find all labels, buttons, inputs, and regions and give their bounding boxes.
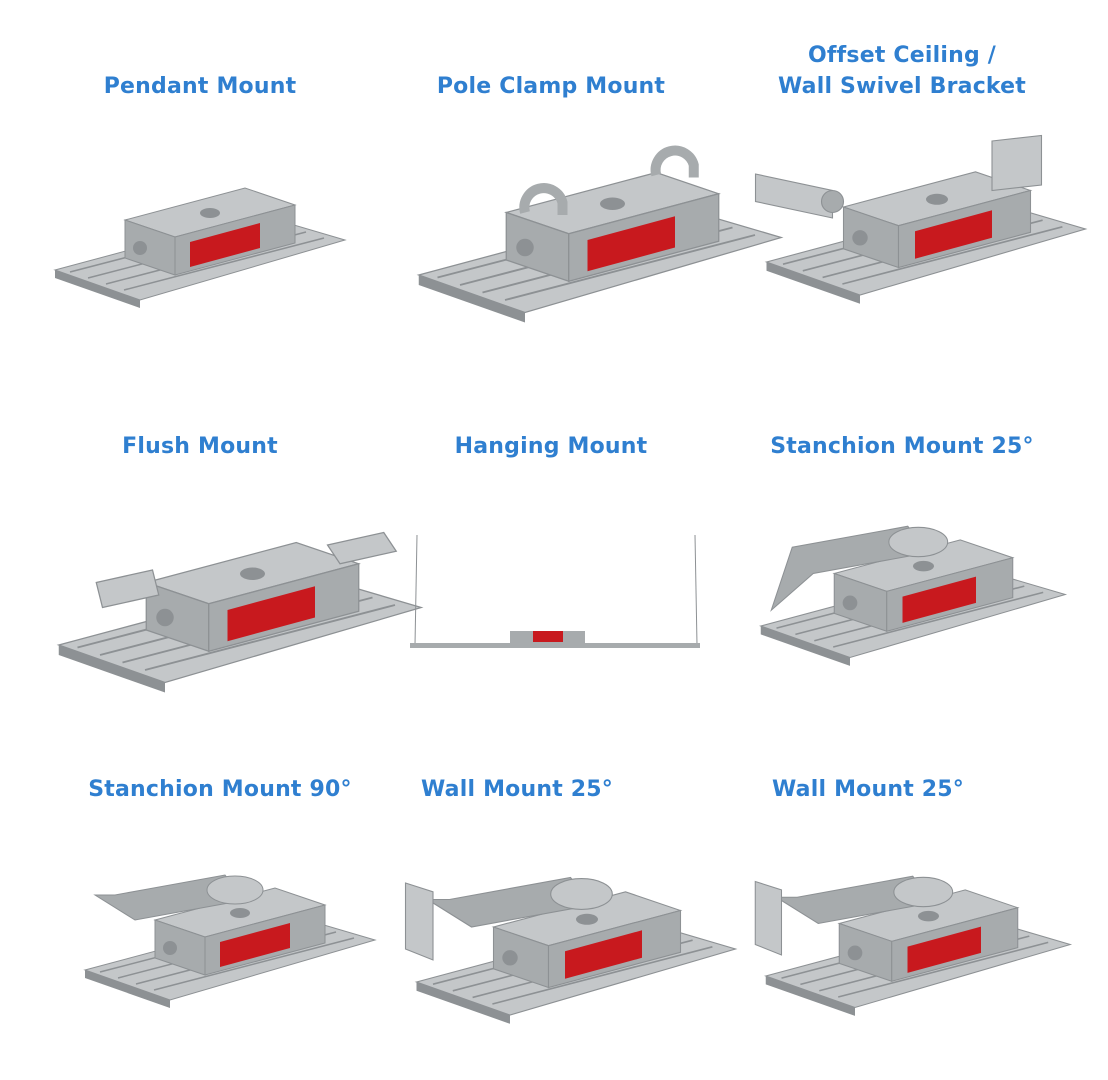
mount-title: Pendant Mount	[20, 71, 380, 102]
title-line: Stanchion Mount 90°	[88, 777, 352, 802]
mount-title: Stanchion Mount 90°	[40, 774, 400, 805]
hanging-fixture-image	[410, 534, 700, 648]
title-line: Pole Clamp Mount	[436, 74, 666, 99]
title-line: Wall Swivel Bracket	[777, 74, 1027, 99]
stanchion-90-fixture-image	[83, 874, 377, 1008]
title-line: Wall Mount 25°	[772, 777, 964, 802]
mount-title: Wall Mount 25°	[337, 774, 697, 805]
pendant-fixture-image	[53, 187, 347, 308]
title-line: Wall Mount 25°	[421, 777, 613, 802]
mount-title: Flush Mount	[20, 431, 380, 462]
mount-title: Pole Clamp Mount	[371, 71, 731, 102]
mount-wall-25-b: Wall Mount 25°	[688, 0, 1048, 805]
stanchion-25-fixture-image	[758, 525, 1068, 666]
mount-title: Wall Mount 25°	[688, 774, 1048, 805]
title-line: Offset Ceiling /	[807, 43, 997, 68]
mount-pole-clamp: Pole Clamp Mount	[371, 0, 731, 102]
wall-25-a-fixture-image	[404, 876, 738, 1024]
flush-fixture-image	[56, 531, 424, 693]
mount-wall-25-a: Wall Mount 25°	[337, 0, 697, 805]
mount-title: Hanging Mount	[371, 431, 731, 462]
wall-25-b-fixture-image	[754, 875, 1073, 1016]
mount-flush: Flush Mount	[20, 0, 380, 462]
mount-pendant: Pendant Mount	[20, 0, 380, 102]
mount-title: Stanchion Mount 25°	[722, 431, 1082, 462]
offset-ceiling-fixture-image	[754, 134, 1088, 304]
pole-clamp-fixture-image	[416, 145, 784, 323]
mount-offset-ceiling: Offset Ceiling / Wall Swivel Bracket	[722, 0, 1082, 102]
title-line: Flush Mount	[122, 434, 278, 459]
mount-hanging: Hanging Mount	[371, 0, 731, 462]
title-line: Hanging Mount	[454, 434, 648, 459]
title-line: Pendant Mount	[103, 74, 297, 99]
title-line: Stanchion Mount 25°	[770, 434, 1034, 459]
mount-stanchion-25: Stanchion Mount 25°	[722, 0, 1082, 462]
mount-title: Offset Ceiling / Wall Swivel Bracket	[722, 40, 1082, 102]
mount-stanchion-90: Stanchion Mount 90°	[40, 0, 400, 805]
